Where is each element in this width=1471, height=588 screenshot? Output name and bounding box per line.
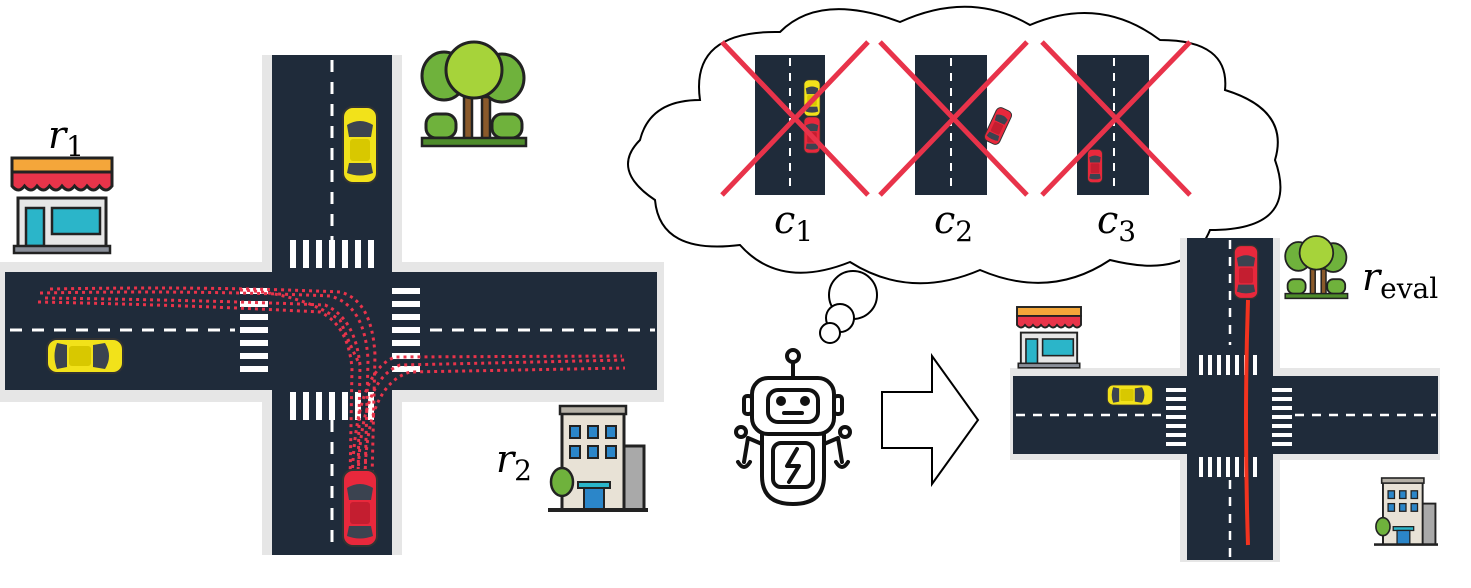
label-c1: c1 bbox=[774, 198, 813, 248]
candidate-road-c3 bbox=[1040, 40, 1192, 197]
candidate-road-c2 bbox=[878, 40, 1029, 197]
park-trees-icon bbox=[420, 40, 528, 148]
right-intersection bbox=[1010, 238, 1440, 562]
candidate-road-c1 bbox=[720, 40, 870, 197]
car-icon bbox=[1106, 384, 1154, 406]
label-c2: c2 bbox=[934, 198, 973, 248]
shop-icon bbox=[10, 156, 114, 255]
car-icon bbox=[342, 469, 378, 547]
car-icon bbox=[342, 106, 378, 184]
car-icon bbox=[1233, 244, 1259, 300]
robot-icon bbox=[734, 348, 852, 506]
left-intersection bbox=[0, 55, 664, 555]
arrow-right-icon bbox=[881, 352, 980, 488]
cross-mark bbox=[878, 40, 1029, 197]
office-building-icon bbox=[1374, 477, 1438, 546]
office-building-icon bbox=[548, 404, 648, 512]
label-reval: reval bbox=[1362, 255, 1438, 305]
solid-trajectory bbox=[1244, 299, 1250, 546]
park-trees-icon bbox=[1284, 235, 1349, 300]
label-r2: r2 bbox=[496, 437, 532, 487]
car-icon bbox=[1087, 148, 1103, 184]
dotted-trajectories bbox=[37, 286, 626, 483]
car-icon bbox=[46, 338, 124, 374]
label-c3: c3 bbox=[1097, 198, 1136, 248]
cross-mark bbox=[1040, 40, 1192, 197]
label-r1: r1 bbox=[48, 113, 84, 163]
cross-mark bbox=[720, 40, 870, 197]
shop-icon bbox=[1016, 306, 1082, 369]
